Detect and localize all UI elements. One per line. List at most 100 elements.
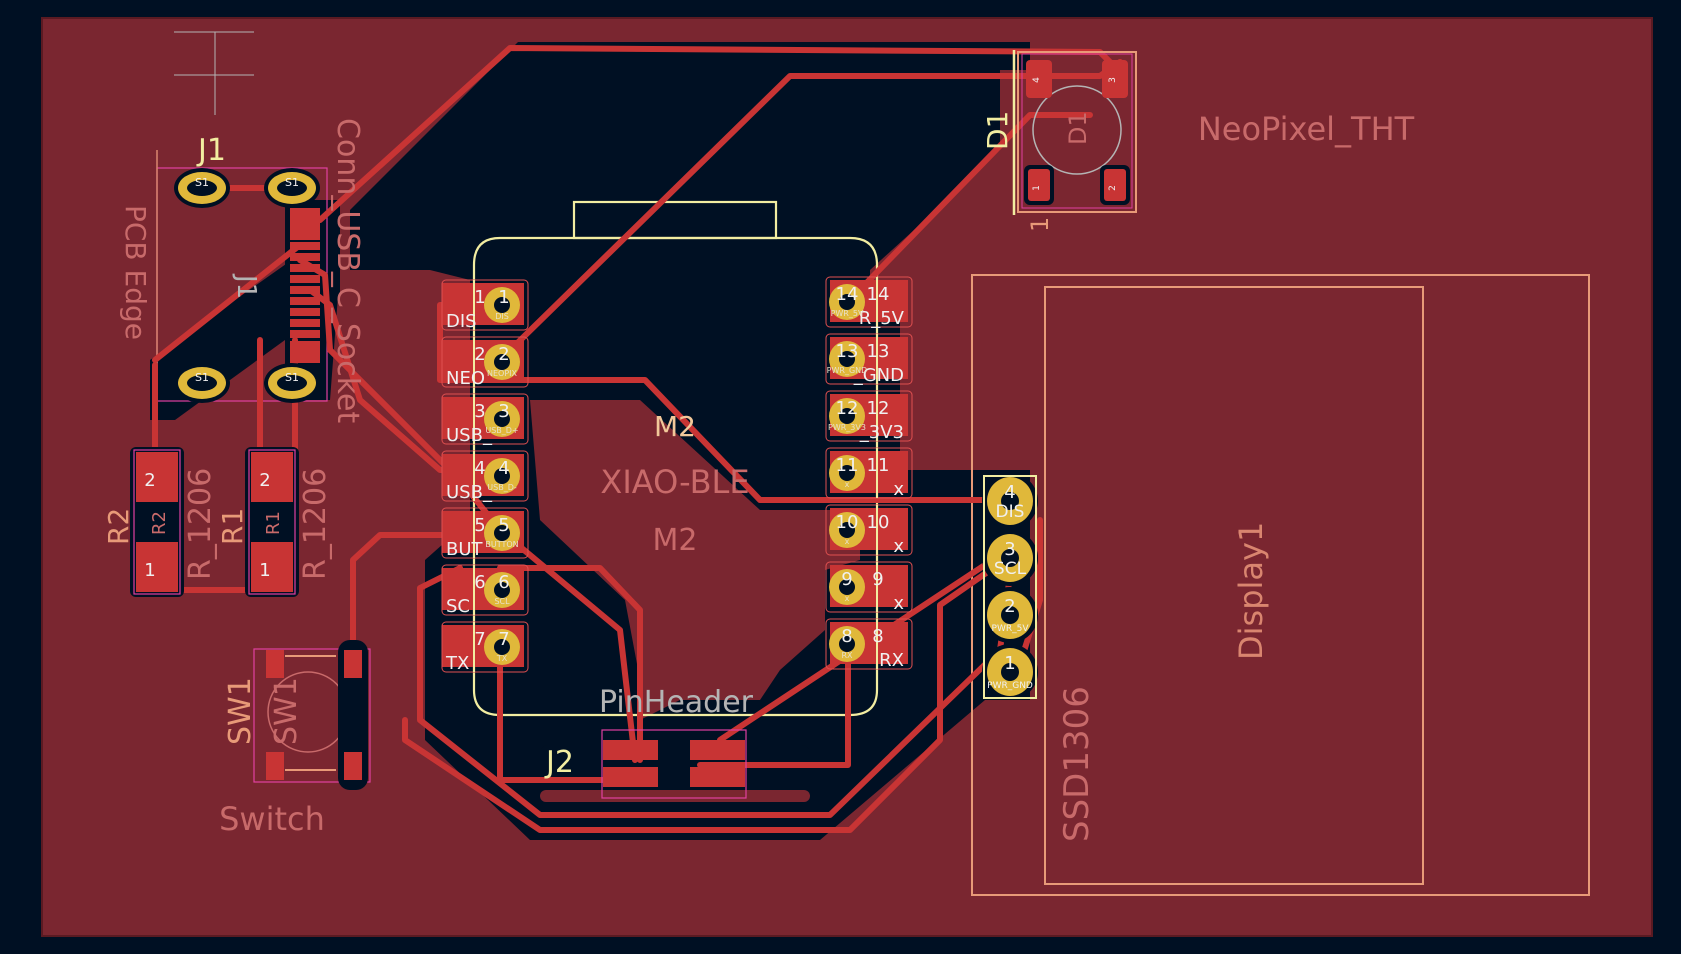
svg-text:1: 1 xyxy=(144,560,155,581)
pin-number: 2 xyxy=(498,344,509,365)
pin-name: RX xyxy=(879,650,904,671)
track-rx xyxy=(697,647,851,768)
pin-number: 6 xyxy=(498,572,509,593)
pin-number: 14 xyxy=(867,284,890,305)
pin-number: 12 xyxy=(867,398,890,419)
pin-number: 4 xyxy=(1004,482,1015,503)
pin-net: x xyxy=(845,480,850,489)
r2-footprint: 2 1 xyxy=(130,447,184,597)
r1-value: R_1206 xyxy=(298,468,333,580)
pin-number: 9 xyxy=(841,569,852,590)
display-value: SSD1306 xyxy=(1057,686,1097,842)
pin-net: SCL xyxy=(994,559,1027,579)
pin-name: x xyxy=(893,479,904,500)
pin-number: 3 xyxy=(474,401,485,422)
pin-number: 11 xyxy=(836,455,859,476)
pin-number: 14 xyxy=(836,284,859,305)
pin-name: DIS xyxy=(446,311,477,332)
j2-ref: J2 xyxy=(544,745,574,780)
svg-text:S1: S1 xyxy=(285,176,299,189)
r2-value: R_1206 xyxy=(183,468,218,580)
svg-text:4: 4 xyxy=(1032,77,1042,83)
d1-pad: 2 xyxy=(1100,165,1130,205)
pin-net: PWR_GND xyxy=(987,681,1033,691)
r1-fab-ref: R1 xyxy=(263,511,284,535)
pin-number: 5 xyxy=(474,515,485,536)
pin-name: USB_ xyxy=(446,425,493,446)
usbc-signal-pads xyxy=(290,208,320,363)
pin-name: x xyxy=(893,536,904,557)
d1-fab-ref: D1 xyxy=(1064,111,1092,145)
r1-ref: R1 xyxy=(216,508,249,545)
pin-number: 3 xyxy=(498,401,509,422)
pin-number: 1 xyxy=(498,287,509,308)
pin-number: 13 xyxy=(867,341,890,362)
pin-number: 4 xyxy=(474,458,485,479)
track-gnd-loop xyxy=(402,552,1015,833)
pin-name: x xyxy=(893,593,904,614)
pin-number: 8 xyxy=(872,626,883,647)
labels: J1 PCB Edge Conn_USB_C_Socket J1 M2 XIAO… xyxy=(102,110,1415,842)
pin-number: 10 xyxy=(867,512,890,533)
shield-pad: S1 xyxy=(174,363,230,403)
pin-net: BUTTON xyxy=(485,540,518,549)
pin-number: 1 xyxy=(474,287,485,308)
sw1-ref: SW1 xyxy=(223,677,258,745)
pin-number: 2 xyxy=(474,344,485,365)
pin-net: RX xyxy=(841,651,853,660)
j2-pour-strip xyxy=(540,790,810,802)
pin-number: 10 xyxy=(836,512,859,533)
pin-name: NEO xyxy=(446,368,485,389)
pin-name: _3V3 xyxy=(859,422,904,443)
m2-fab-ref: M2 xyxy=(653,523,698,558)
d1-pin1-marker: 1 xyxy=(1026,217,1054,232)
pin-number: 1 xyxy=(1004,653,1015,674)
pin-number: 7 xyxy=(498,629,509,650)
j1-ref: J1 xyxy=(196,133,226,168)
track-5v-d1 xyxy=(845,112,1093,305)
pcb-edge-label: PCB Edge xyxy=(119,205,152,340)
display-ref: Display1 xyxy=(1232,522,1270,660)
d1-pad: 4 xyxy=(1026,60,1052,98)
svg-text:S1: S1 xyxy=(195,176,209,189)
track-scl xyxy=(497,565,643,763)
sw1-footprint xyxy=(253,640,371,790)
pin-net: DIS xyxy=(495,312,509,321)
track-r-1 xyxy=(152,242,303,363)
svg-text:S1: S1 xyxy=(195,371,209,384)
shield-pad: S1 xyxy=(264,363,320,403)
pin-net: USB_D+ xyxy=(485,426,518,435)
pin-net: PWR_GND xyxy=(827,366,868,375)
pin-name: R_5V xyxy=(859,308,905,329)
r2-fab-ref: R2 xyxy=(149,511,170,535)
pin-number: 12 xyxy=(836,398,859,419)
pin-number: 8 xyxy=(841,626,852,647)
svg-text:1: 1 xyxy=(259,560,270,581)
j2-footprint xyxy=(601,729,747,799)
pin-number: 9 xyxy=(872,569,883,590)
usbc-shield-pads: S1 S1 S1 S1 xyxy=(174,168,320,403)
pin-name: BUT xyxy=(446,539,484,560)
sw1-value: Switch xyxy=(219,800,325,838)
d1-ref: D1 xyxy=(981,111,1014,150)
d1-value: NeoPixel_THT xyxy=(1198,110,1415,148)
j2-value: PinHeader xyxy=(599,685,754,720)
r2-ref: R2 xyxy=(102,508,135,545)
svg-text:2: 2 xyxy=(259,470,270,491)
